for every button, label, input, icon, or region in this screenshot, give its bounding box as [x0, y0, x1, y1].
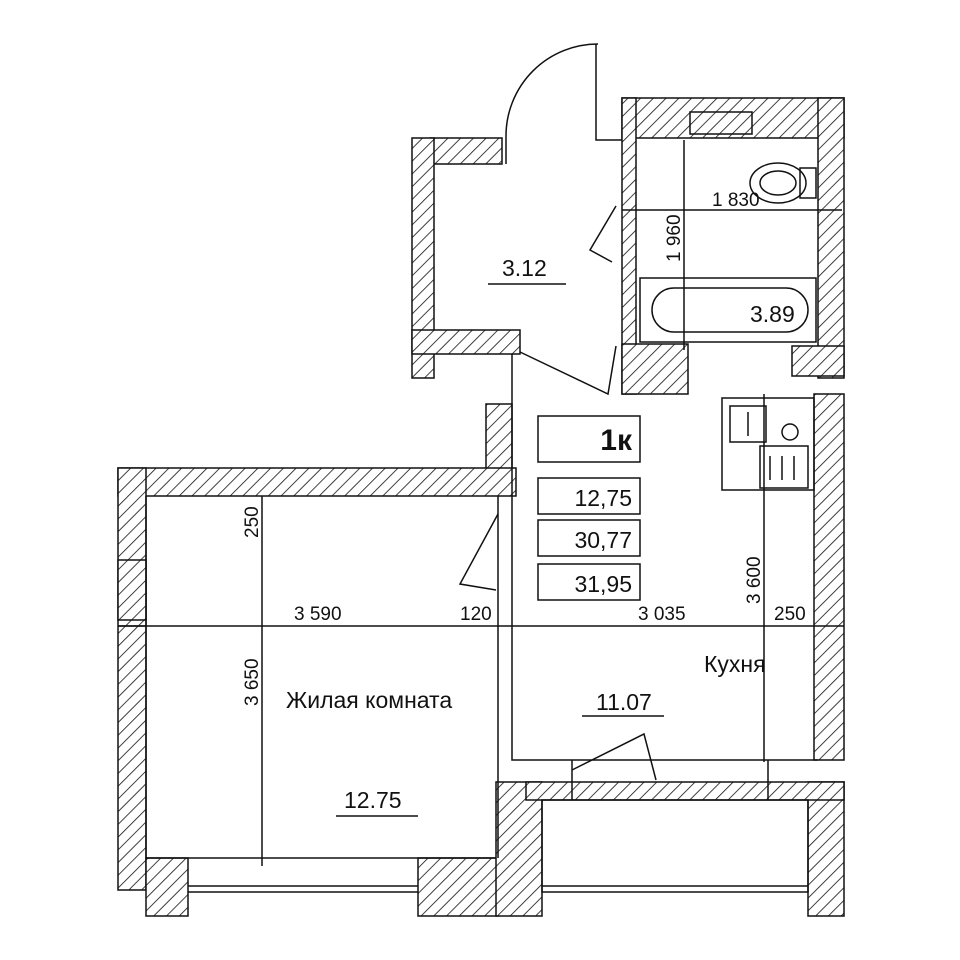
wall-hall-bottom [411, 329, 521, 355]
kitchen-name: Кухня [704, 651, 766, 677]
dim-bath-depth: 1 960 [664, 214, 685, 262]
living-room-name: Жилая комната [286, 687, 452, 713]
bathtub-icon [639, 277, 817, 343]
dim-living-depth: 3 650 [242, 658, 263, 706]
stove-icon [759, 423, 809, 489]
dimension-lines [118, 140, 844, 866]
toilet-icon [749, 162, 817, 204]
dim-kitchen-width: 3 035 [638, 604, 686, 625]
kitchen-area: 11.07 [596, 689, 652, 715]
dim-living-top-wall: 250 [242, 506, 263, 538]
window-icon [689, 111, 753, 135]
room-labels: 3.12 3.89 Жилая комната 12.75 Кухня 11.0… [286, 255, 795, 817]
door-swing-icon [458, 43, 657, 781]
total-area-balcony-value: 31,95 [574, 571, 632, 597]
wall-bath-top [621, 97, 845, 139]
hallway-area: 3.12 [502, 255, 547, 281]
total-area-value: 30,77 [574, 527, 632, 553]
wall-living-left-ext [117, 559, 147, 621]
wall-balcony-left [495, 781, 543, 917]
sink-icon [721, 397, 815, 491]
dim-living-width: 3 590 [294, 604, 342, 625]
info-box: 1к 12,75 30,77 31,95 [537, 415, 641, 601]
apartment-type: 1к [600, 424, 633, 457]
wall-hall-top [429, 137, 503, 165]
wall-balcony-right [807, 781, 845, 917]
dim-kitchen-depth: 3 600 [744, 556, 765, 604]
wall-hall-left [411, 137, 435, 379]
wall-bath-right [817, 97, 845, 379]
wall-bath-bottom-right [791, 345, 845, 377]
wall-living-bottom-left [145, 857, 189, 917]
living-room-area: 12.75 [344, 787, 402, 813]
bathroom-area: 3.89 [750, 301, 795, 327]
wall-living-bottom-right [417, 857, 499, 917]
walls [117, 97, 845, 917]
wall-living-top [117, 467, 517, 497]
wall-balcony-top [525, 781, 845, 801]
dimension-labels: 1 830 1 960 3 590 120 3 035 250 250 3 65… [242, 190, 806, 706]
dim-partition: 120 [460, 604, 492, 625]
dim-bath-width: 1 830 [712, 190, 760, 211]
wall-kitchen-right [813, 393, 845, 761]
wall-living-left [117, 467, 147, 891]
wall-bath-bottom [621, 343, 689, 395]
dim-kitchen-wall: 250 [774, 604, 806, 625]
living-area-value: 12,75 [574, 485, 632, 511]
